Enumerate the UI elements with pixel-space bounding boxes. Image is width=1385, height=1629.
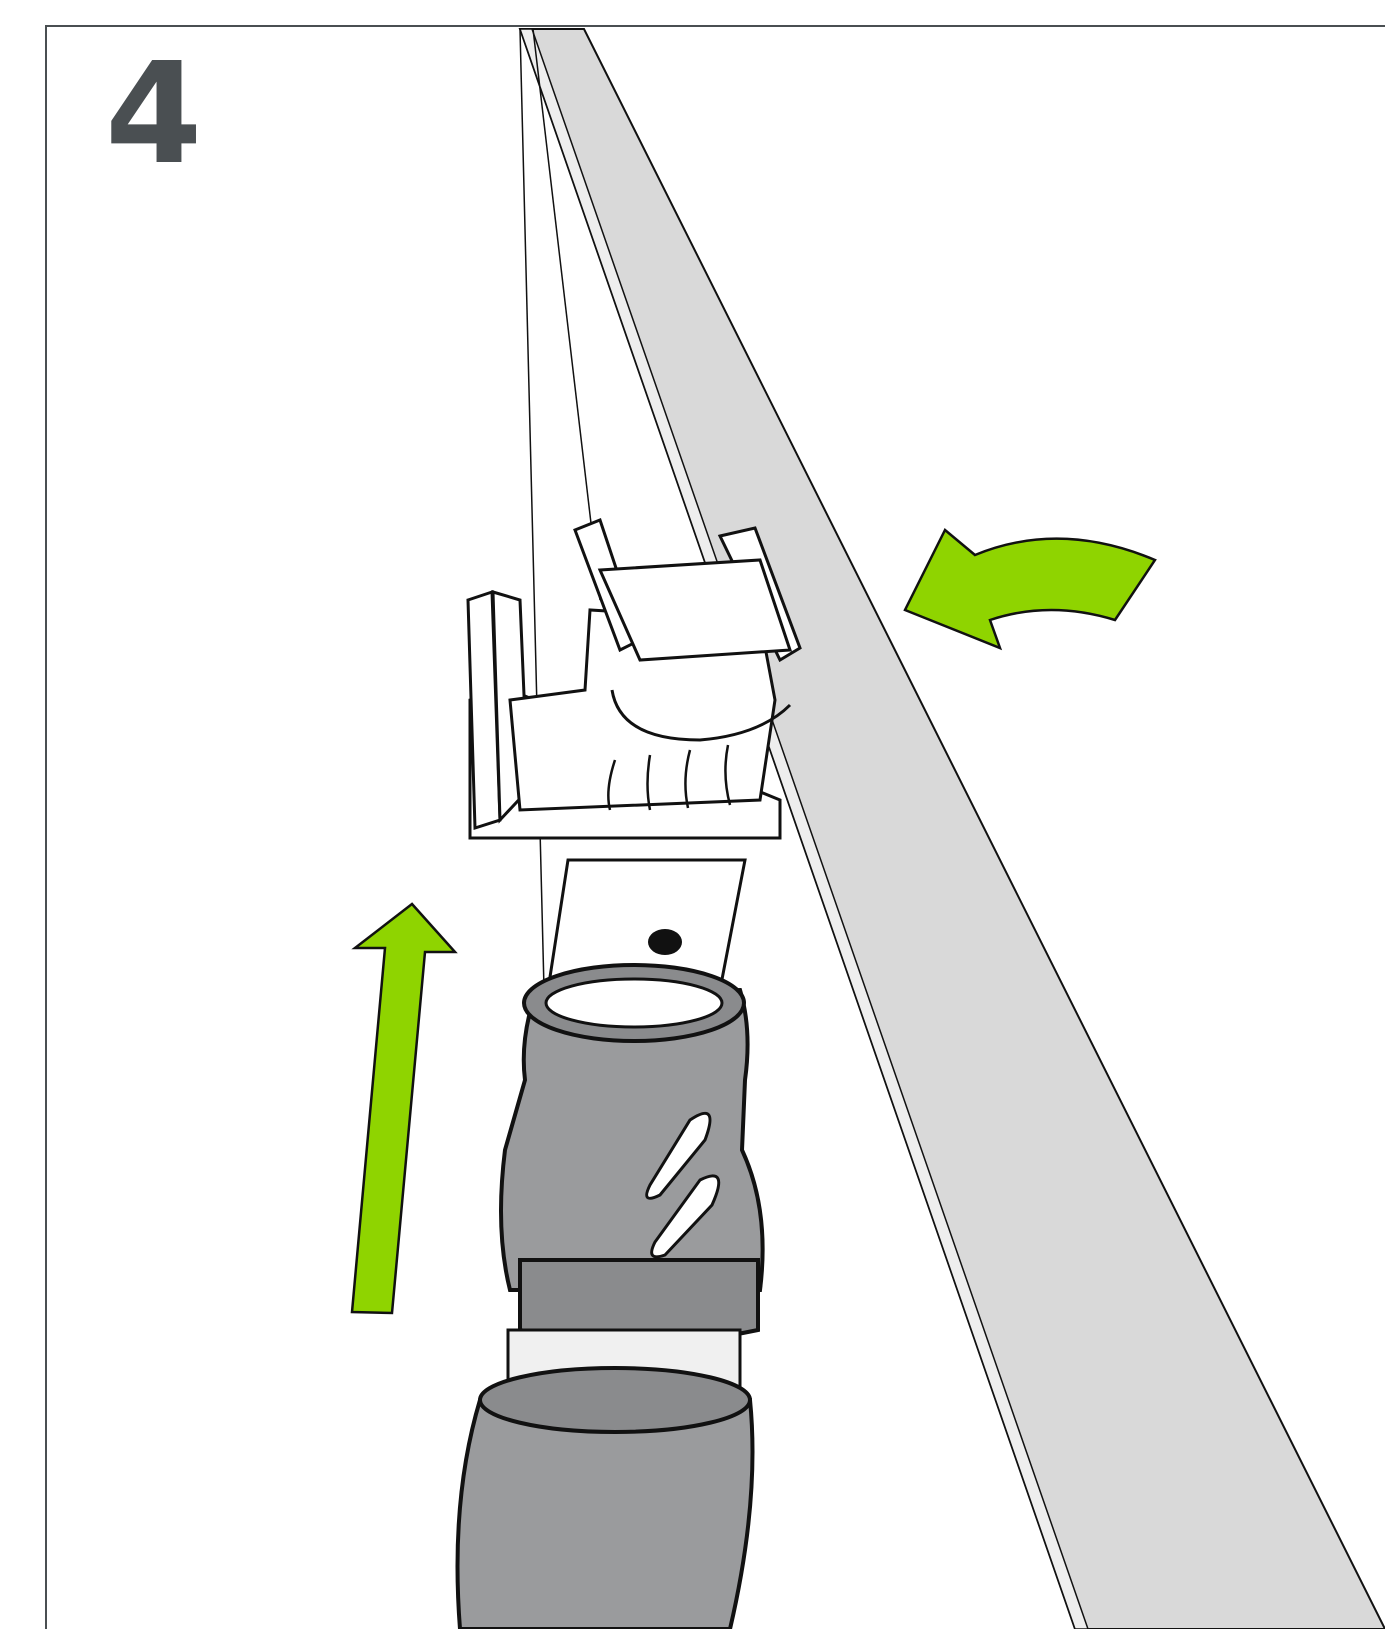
pole-hole: [648, 929, 682, 955]
curved-arrow-left-icon: [905, 530, 1155, 648]
grip-handle: [458, 965, 763, 1629]
arrow-up-icon: [352, 904, 455, 1313]
glider-clip: [468, 520, 800, 838]
